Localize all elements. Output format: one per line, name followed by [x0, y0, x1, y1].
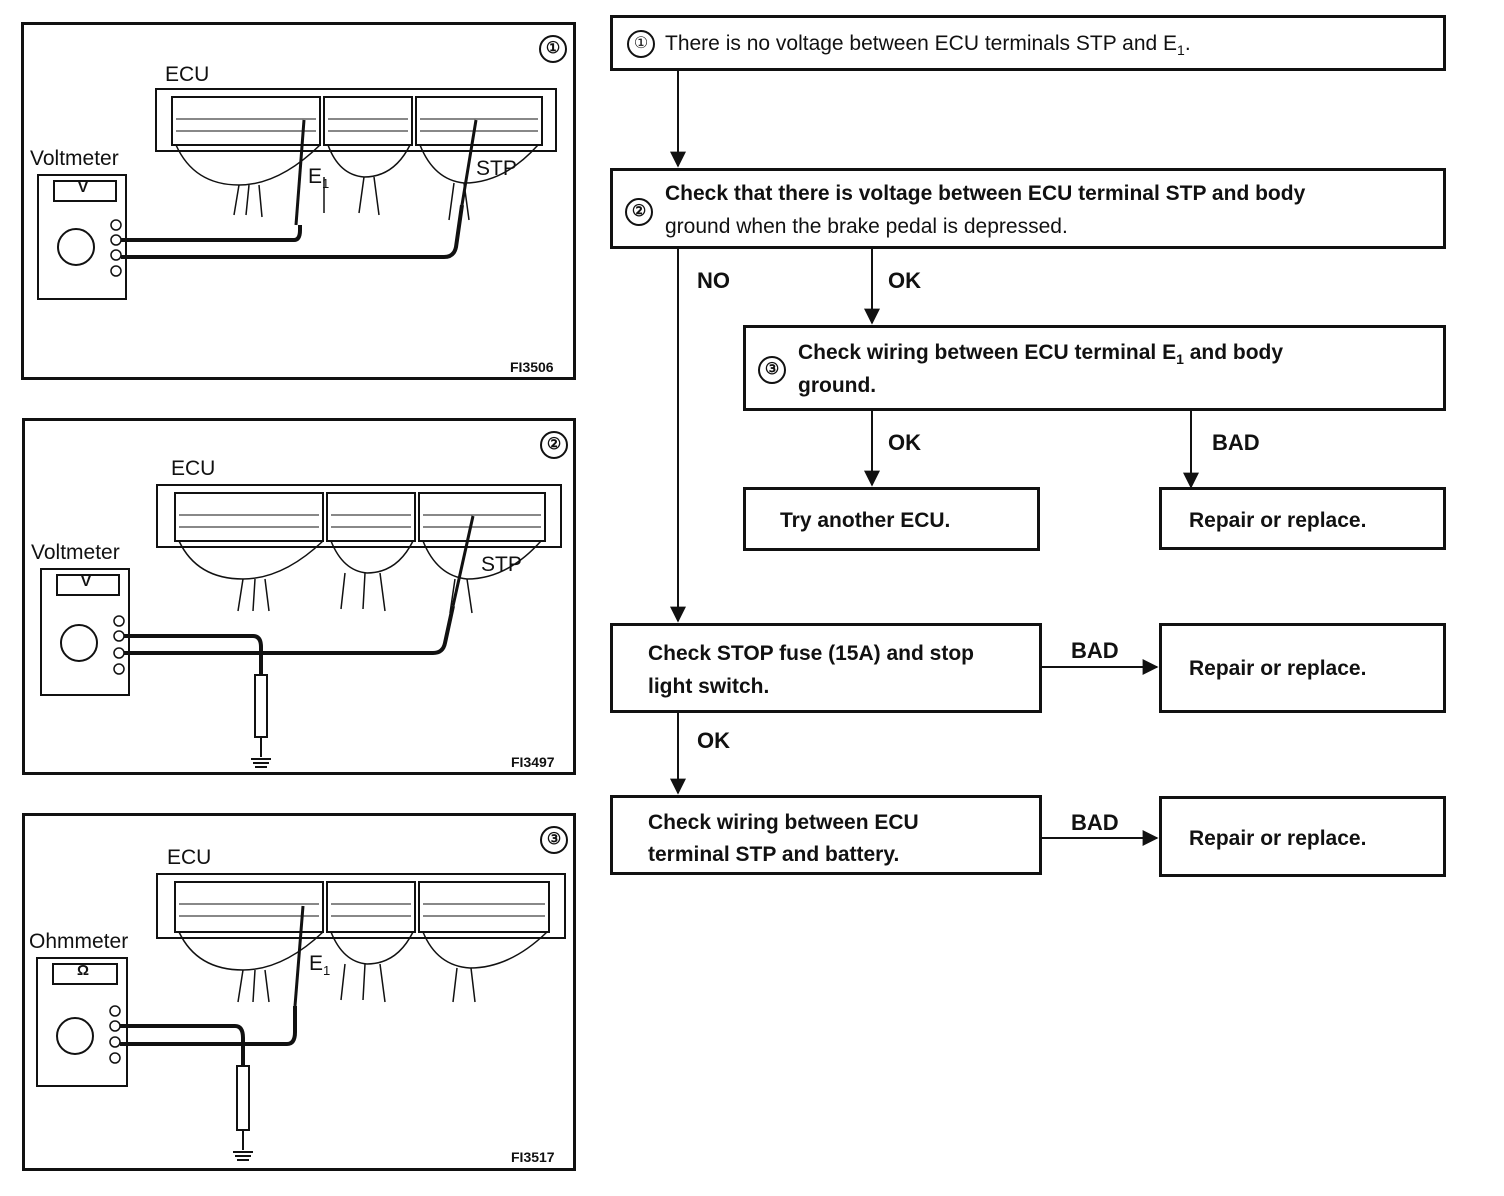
step-number: ①: [627, 30, 655, 59]
lead-wire: [121, 204, 464, 259]
probe-stp: [451, 515, 475, 607]
lead-wire: [121, 225, 302, 242]
label-bad: BAD: [1212, 430, 1260, 455]
connector-block: [418, 492, 546, 542]
panel-number: ②: [540, 431, 568, 459]
ecu-housing: [155, 88, 557, 152]
panel-2-illustration: [40, 484, 562, 768]
probe-stp-label: STP: [481, 553, 522, 576]
connector-block: [174, 881, 324, 933]
step1-box: ① There is no voltage between ECU termina…: [610, 15, 1446, 71]
step1-text: There is no voltage between ECU terminal…: [665, 32, 1178, 55]
label-no: NO: [697, 268, 730, 293]
connector-block: [418, 881, 550, 933]
fuse-check-box: Check STOP fuse (15A) and stop light swi…: [610, 623, 1042, 713]
label-ok: OK: [697, 728, 730, 753]
meter-symbol: V: [81, 573, 92, 590]
fuse-line1: Check STOP fuse (15A) and stop: [648, 642, 974, 665]
repair-box-2: Repair or replace.: [1159, 623, 1446, 713]
figure-id: FI3497: [511, 754, 555, 770]
label-bad: BAD: [1071, 810, 1119, 835]
lead-wire: [120, 1024, 245, 1066]
lead-wire: [120, 1006, 297, 1046]
step-number: ③: [758, 356, 786, 384]
figure-id: FI3506: [510, 359, 554, 375]
ecu-housing: [156, 484, 562, 548]
probe-stp-label: STP: [476, 157, 517, 180]
step3-line1: Check wiring between ECU terminal E1 and…: [798, 341, 1284, 368]
repair-text: Repair or replace.: [1189, 657, 1367, 680]
ecu-label: ECU: [167, 846, 212, 869]
meter-label: Voltmeter: [31, 541, 120, 564]
connector-block: [174, 492, 324, 542]
try-ecu-text: Try another ECU.: [780, 509, 951, 532]
probe-e1: [293, 905, 305, 1007]
diagram-panel-3: ③ ECU Ohmmeter Ω E1 FI3517: [22, 813, 576, 1171]
ecu-label: ECU: [171, 457, 216, 480]
ecu-label: ECU: [165, 63, 210, 86]
probe-e1: [294, 119, 306, 226]
step3-line2: ground.: [798, 374, 877, 397]
step2-box: ② Check that there is voltage between EC…: [610, 168, 1446, 249]
probe-e1-label: E1: [308, 165, 330, 192]
panel-3-illustration: [36, 873, 566, 1161]
step-number: ②: [625, 198, 653, 226]
wiring-check-box: Check wiring between ECU terminal STP an…: [610, 795, 1042, 875]
ground-icon: [233, 1130, 253, 1161]
figure-id: FI3517: [511, 1149, 555, 1165]
label-bad: BAD: [1071, 638, 1119, 663]
voltmeter-body: [40, 568, 130, 696]
panel-number: ③: [540, 826, 568, 854]
diagram-panel-2: ② ECU Voltmeter V STP FI3497: [22, 418, 576, 775]
step3-box: ③ Check wiring between ECU terminal E1 a…: [743, 325, 1446, 411]
connector-block: [415, 96, 543, 146]
wiring-line2: terminal STP and battery.: [648, 843, 900, 866]
repair-text: Repair or replace.: [1189, 827, 1367, 850]
label-ok: OK: [888, 268, 921, 293]
voltmeter-body: [37, 174, 127, 300]
repair-box-3: Repair or replace.: [1159, 796, 1446, 877]
repair-text: Repair or replace.: [1189, 509, 1367, 532]
ohmmeter-body: [36, 957, 128, 1087]
panel-number: ①: [539, 35, 567, 63]
try-another-ecu-box: Try another ECU.: [743, 487, 1040, 551]
label-ok: OK: [888, 430, 921, 455]
connector-block: [326, 492, 416, 542]
wiring-line1: Check wiring between ECU: [648, 811, 919, 834]
meter-label: Voltmeter: [30, 147, 119, 170]
meter-label: Ohmmeter: [29, 930, 129, 953]
diagram-panel-1: ① ECU Voltmeter V E1 STP FI3506: [21, 22, 576, 380]
ecu-housing: [156, 873, 566, 939]
lead-wire: [124, 634, 263, 675]
panel-1-illustration: [37, 88, 557, 300]
probe-stp: [460, 119, 478, 206]
connector-block: [171, 96, 321, 146]
repair-box-1: Repair or replace.: [1159, 487, 1446, 550]
meter-symbol: Ω: [77, 962, 90, 979]
step2-line1: Check that there is voltage between ECU …: [665, 182, 1306, 205]
step2-line2: ground when the brake pedal is depressed…: [665, 215, 1068, 238]
lead-wire: [124, 605, 455, 655]
probe-e1-label: E1: [309, 952, 331, 979]
meter-symbol: V: [78, 179, 89, 196]
fuse-line2: light switch.: [648, 675, 770, 698]
connector-block: [326, 881, 416, 933]
connector-block: [323, 96, 413, 146]
ground-icon: [251, 737, 271, 768]
